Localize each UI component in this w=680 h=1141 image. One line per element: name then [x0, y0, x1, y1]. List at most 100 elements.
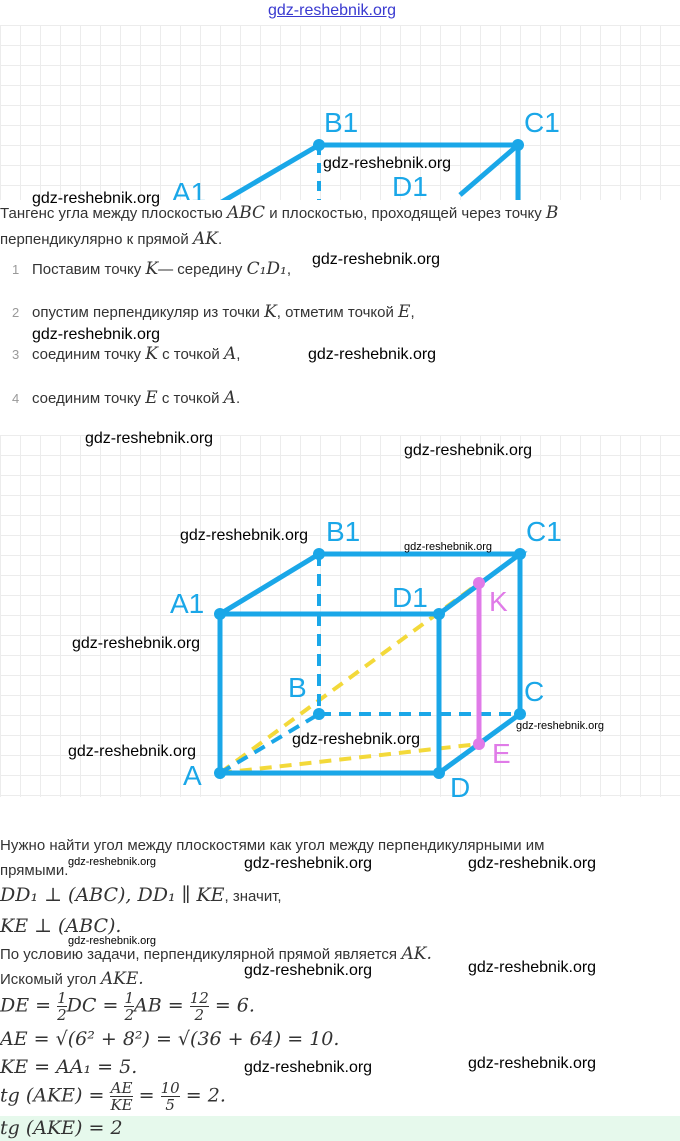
watermark: gdz-reshebnik.org: [244, 855, 373, 872]
watermark: gdz-reshebnik.org: [292, 731, 421, 748]
math: AK: [192, 229, 218, 249]
denominator: 2: [124, 1006, 134, 1024]
watermark: gdz-reshebnik.org: [323, 155, 452, 172]
label-a: A: [183, 760, 202, 791]
solution-line: прямыми.: [0, 862, 69, 879]
watermark: gdz-reshebnik.org: [468, 855, 597, 872]
math: A: [223, 388, 236, 408]
text: и плоскостью, проходящей через точку: [269, 205, 542, 222]
text: Искомый угол: [0, 971, 97, 988]
solution-line: DD₁ ⊥ (ABC), DD₁ ∥ KE, значит,: [0, 884, 282, 906]
text: соединим точку: [32, 390, 142, 407]
answer-box: tg (AKE) = 2: [0, 1116, 680, 1141]
math: E: [398, 302, 411, 322]
label-e: E: [492, 738, 511, 769]
problem-line-2: перпендикулярно к прямой AK.: [0, 229, 222, 249]
watermark: gdz-reshebnik.org: [468, 959, 597, 976]
watermark: gdz-reshebnik.org: [68, 856, 157, 868]
math: ABC: [226, 203, 266, 223]
text: ,: [410, 304, 415, 321]
solution-line: По условию задачи, перпендикулярной прям…: [0, 944, 432, 964]
math: K: [264, 302, 277, 322]
text: соединим точку: [32, 346, 142, 363]
label-c: C: [524, 676, 545, 707]
watermark: gdz-reshebnik.org: [68, 743, 197, 760]
watermark: gdz-reshebnik.org: [180, 527, 309, 544]
numerator: 12: [189, 989, 209, 1007]
text: Тангенс угла между плоскостью: [0, 205, 223, 222]
step-number: 2: [12, 305, 20, 320]
label-b1: B1: [326, 516, 361, 547]
step-number: 1: [12, 262, 20, 277]
cube-diagram-partial: [218, 139, 524, 206]
watermark: gdz-reshebnik.org: [404, 541, 493, 553]
watermark: gdz-reshebnik.org: [312, 251, 441, 268]
step-number: 4: [12, 391, 20, 406]
math: AKE.: [100, 969, 144, 989]
site-header[interactable]: gdz-reshebnik.org: [268, 2, 397, 19]
label-k: K: [489, 586, 508, 617]
watermark: gdz-reshebnik.org: [68, 935, 157, 947]
numerator: 10: [160, 1079, 180, 1097]
math: DE =: [0, 994, 52, 1017]
label-c1: C1: [526, 516, 562, 547]
watermark: gdz-reshebnik.org: [244, 1059, 373, 1076]
denominator: 2: [57, 1006, 67, 1024]
watermark: gdz-reshebnik.org: [32, 190, 161, 207]
numerator: 1: [57, 989, 67, 1007]
solution-line: Искомый угол AKE.: [0, 969, 144, 989]
math: C₁D₁: [246, 259, 287, 279]
watermark: gdz-reshebnik.org: [308, 346, 437, 363]
text: .: [235, 390, 241, 407]
text: с точкой: [161, 390, 220, 407]
watermark: gdz-reshebnik.org: [468, 1055, 597, 1072]
text: опустим перпендикуляр из точки: [32, 304, 260, 321]
denominator: KE: [110, 1096, 133, 1114]
watermark: gdz-reshebnik.org: [404, 442, 533, 459]
problem-line-1: Тангенс угла между плоскостью ABC и плос…: [0, 203, 558, 223]
math: KE ⊥ (ABC).: [0, 915, 122, 937]
cube-diagram: [0, 435, 680, 797]
math: = 2.: [185, 1084, 226, 1107]
top-diagram: B1 C1 D1 A1: [0, 25, 680, 206]
watermark: gdz-reshebnik.org: [85, 430, 214, 447]
label-c1: C1: [524, 107, 560, 138]
math: K: [145, 344, 158, 364]
label-d1: D1: [392, 171, 428, 202]
text: , значит,: [224, 888, 282, 905]
watermark: gdz-reshebnik.org: [516, 720, 605, 732]
text: Поставим точку: [32, 261, 142, 278]
math: =: [138, 1084, 155, 1107]
step-number: 3: [12, 347, 20, 362]
math: AK.: [401, 944, 432, 964]
text: ,: [236, 346, 241, 363]
numerator: AE: [110, 1079, 133, 1097]
math: DD₁ ⊥ (ABC), DD₁ ∥ KE: [0, 884, 225, 906]
math: E: [145, 388, 158, 408]
text: с точкой: [162, 346, 220, 363]
solution-line: AE = √(6² + 8²) = √(36 + 64) = 10.: [0, 1028, 340, 1050]
cube-drawing: [214, 548, 528, 779]
answer: tg (AKE) = 2: [0, 1117, 123, 1139]
label-a1: A1: [170, 588, 205, 619]
math: DC =: [66, 994, 119, 1017]
numerator: 1: [124, 989, 134, 1007]
label-d: D: [450, 772, 471, 803]
denominator: 2: [194, 1006, 204, 1024]
watermark: gdz-reshebnik.org: [72, 635, 201, 652]
text: .: [217, 231, 223, 248]
solution-line: KE = AA₁ = 5.: [0, 1056, 138, 1078]
text: ,: [286, 261, 292, 278]
watermark: gdz-reshebnik.org: [244, 962, 373, 979]
solution-line: Нужно найти угол между плоскостями как у…: [0, 837, 545, 854]
label-a1: A1: [172, 177, 207, 200]
math: = 6.: [214, 994, 255, 1017]
math: AB =: [133, 994, 184, 1017]
